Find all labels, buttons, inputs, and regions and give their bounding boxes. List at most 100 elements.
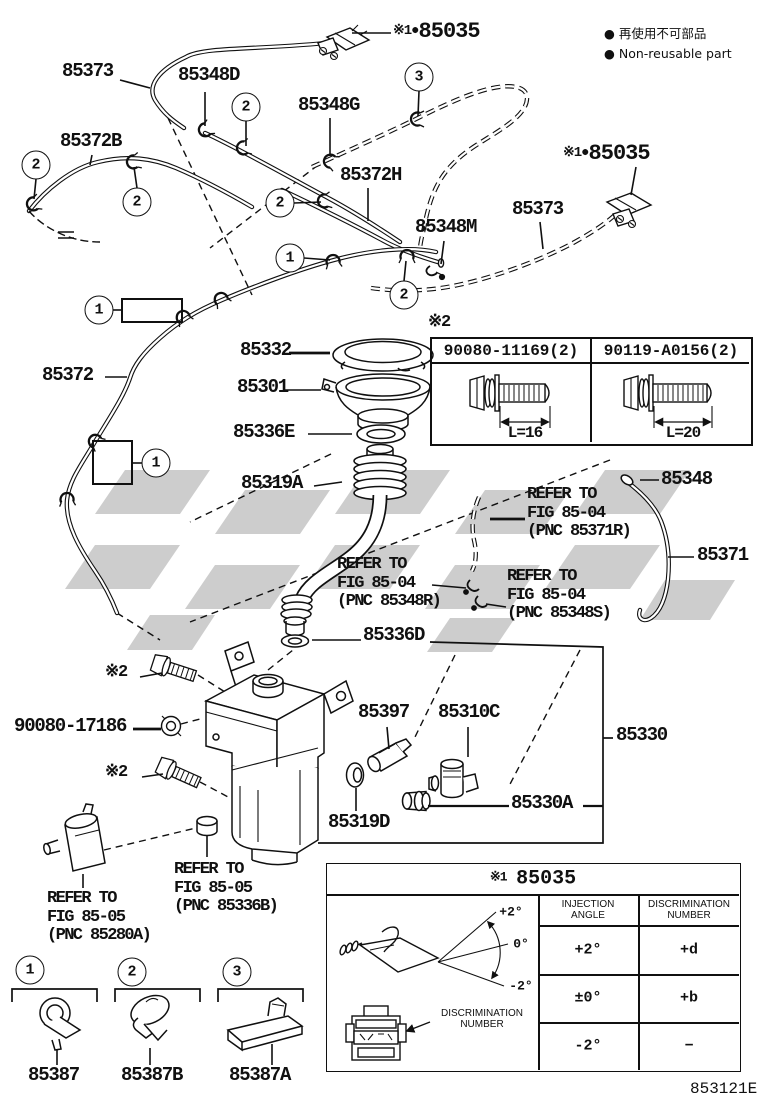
clip-part-85387B	[130, 994, 170, 1042]
label-star2-lower: ※2	[105, 763, 128, 782]
label-85310C: 85310C	[438, 701, 500, 723]
nozzle-row2-num: +b	[679, 989, 699, 1007]
label-85387A: 85387A	[229, 1064, 291, 1086]
bolt-star2-lower	[154, 756, 202, 789]
legend-non-reusable-en: ● Non-reusable part	[604, 46, 732, 61]
filler-hose-85319A	[280, 443, 407, 637]
callout-circle-1: 1	[84, 295, 114, 325]
label-85035-right: ※1●85035	[563, 141, 651, 166]
nozzle-table-title-rule	[327, 894, 739, 896]
clamp-part-85348M	[425, 265, 446, 281]
label-85319A: 85319A	[241, 472, 303, 494]
label-85371: 85371	[697, 544, 749, 566]
label-85319D: 85319D	[328, 811, 390, 833]
label-85372B: 85372B	[60, 130, 122, 152]
label-star2-upper: ※2	[105, 663, 128, 682]
nozzle-row2-angle: ±0°	[574, 989, 602, 1007]
callout-circle-2: 2	[265, 188, 295, 218]
bolt-length-L16: L=16	[507, 424, 543, 442]
bolt-table-col2: 90119-A0156(2)	[603, 342, 739, 360]
label-85387: 85387	[28, 1064, 80, 1086]
bolt-drawing-L20	[623, 374, 713, 428]
nozzle-row1-num: +d	[679, 941, 699, 959]
washer-pump-motor	[43, 803, 106, 872]
bolt-drawing-L16	[469, 374, 551, 428]
bolt-star2-upper	[149, 654, 198, 683]
nozzle-table-h2	[538, 974, 739, 976]
label-85035-top: ※1●85035	[393, 19, 481, 44]
clip-part-85387	[39, 997, 82, 1051]
annotation-arrow	[405, 1021, 431, 1033]
label-85336D: 85336D	[363, 624, 425, 646]
nut-90080-17186	[160, 715, 182, 737]
gasket-85336E	[356, 424, 406, 444]
nozzle-table-col2-header: DISCRIMINATION NUMBER	[647, 899, 731, 921]
label-85373-right: 85373	[512, 198, 564, 220]
grommet-85336D	[280, 634, 310, 648]
leader-lines	[33, 32, 694, 1065]
fan-label-plus2: +2°	[499, 904, 523, 920]
hose-clips	[23, 109, 634, 508]
callout-circle-1: 1	[275, 243, 305, 273]
label-85397: 85397	[358, 701, 410, 723]
washer-hoses	[26, 39, 671, 623]
callout-circle-1: 1	[141, 448, 171, 478]
clamp-parts-85348RS	[463, 579, 488, 611]
legend-non-reusable-jp: ● 再使用不可部品	[604, 26, 707, 41]
bolt-length-L20: L=20	[665, 424, 701, 442]
label-90080-17186: 90080-17186	[14, 715, 127, 737]
nozzle-row1-angle: +2°	[574, 941, 602, 959]
callout-circle-3: 3	[222, 957, 252, 987]
assembly-bracket-85330	[318, 641, 613, 844]
dashed-routing-lines	[103, 117, 611, 851]
clip-brackets-bottom	[11, 988, 304, 1002]
nozzle-table-h1	[538, 925, 739, 927]
bolt-table-divider	[590, 339, 592, 442]
fan-label-minus2: -2°	[509, 978, 533, 994]
callout-circle-2: 2	[389, 280, 419, 310]
bolt-table-header-rule	[432, 362, 749, 364]
label-85348M: 85348M	[415, 216, 477, 238]
connector-front-view	[345, 1005, 407, 1061]
label-85330: 85330	[616, 724, 668, 746]
label-85348G: 85348G	[298, 94, 360, 116]
callout-circle-2: 2	[21, 150, 51, 180]
label-85330A: 85330A	[511, 792, 573, 814]
nozzle-table-v2	[638, 896, 640, 1070]
label-85373-left: 85373	[62, 60, 114, 82]
nozzle-table-v1	[538, 896, 540, 1070]
label-85336E: 85336E	[233, 421, 295, 443]
nozzle-table-title: ※1 85035	[489, 867, 577, 891]
spray-angle-fan	[437, 911, 509, 987]
callout-circle-1: 1	[15, 955, 45, 985]
clip-part-85387A	[226, 997, 304, 1052]
label-85348D: 85348D	[178, 64, 240, 86]
washer-tank-85315	[203, 641, 354, 866]
joint-85310C	[428, 758, 479, 799]
cap-85332	[332, 338, 434, 372]
figure-code: 853121E	[690, 1080, 758, 1098]
label-85372H: 85372H	[340, 164, 402, 186]
grommet-85336B	[196, 815, 218, 837]
label-85332: 85332	[240, 339, 292, 361]
nozzle-table-h3	[538, 1022, 739, 1024]
nozzle-row3-angle: -2°	[574, 1037, 602, 1055]
fan-label-zero: 0°	[513, 936, 529, 952]
grommet-85330A	[401, 790, 431, 812]
washer-nozzle-assembly-top	[317, 24, 371, 61]
label-85348: 85348	[661, 468, 713, 490]
label-star2-bolt-table: ※2	[428, 313, 451, 332]
part-85397	[367, 738, 413, 773]
nozzle-drawing-side	[339, 926, 440, 973]
callout-circle-2: 2	[122, 187, 152, 217]
nozzle-table	[326, 863, 741, 1072]
callout-circle-2: 2	[231, 92, 261, 122]
